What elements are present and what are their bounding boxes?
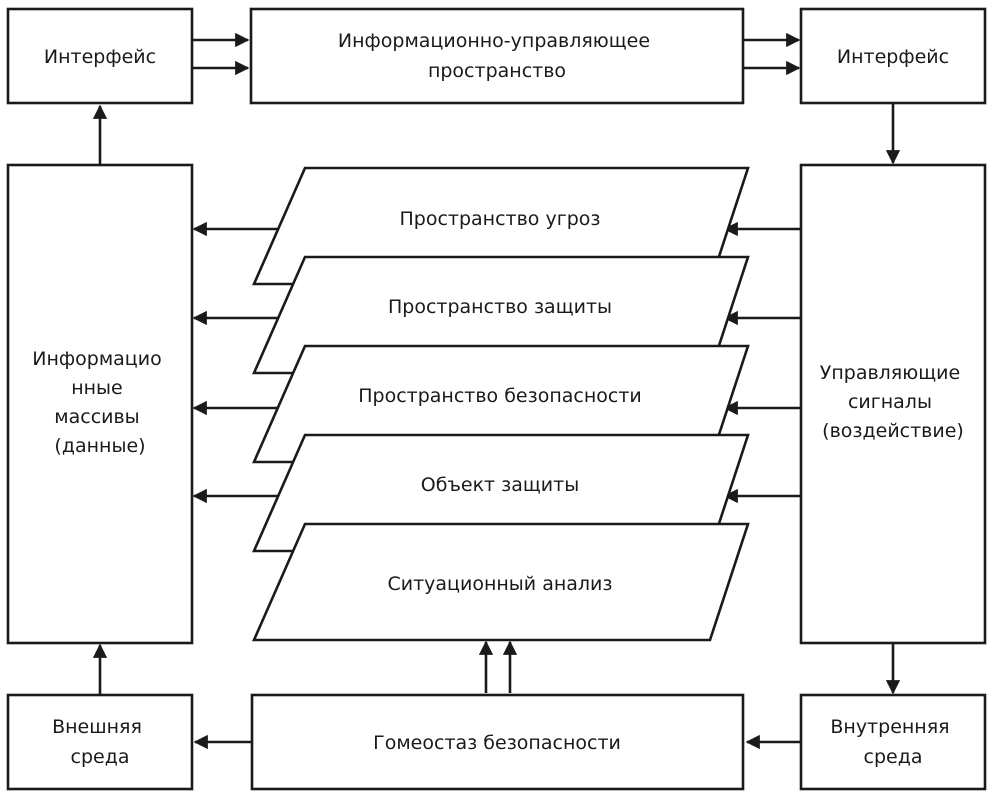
svg-text:Управляющие сигналы: Управляющие сигналы (воздействие) [820,362,966,442]
svg-text:Информацио нные ма: Информацио нные массивы (данные) [32,348,168,457]
svg-text:Внутренняя среда: Внутренняя среда [830,716,955,768]
control-signals-box: Управляющие сигналы (воздействие) [799,163,987,645]
layer-situational-analysis: Ситуационный анализ [252,522,750,642]
svg-text:Информационно-управляющее: Информационно-управляющее пространство [338,30,656,82]
control-signals-line1: Управляющие [820,362,960,384]
svg-text:Интерфейс: Интерфейс [837,46,949,68]
info-arrays-line2: нные [71,377,123,399]
external-env-line2: среда [71,746,130,768]
layer-protection-space-label: Пространство защиты [388,296,612,318]
svg-text:Ситуационный анализ: Ситуационный анализ [387,573,612,595]
svg-text:Пространство безопасности: Пространство безопасности [358,385,642,407]
svg-text:Интерфейс: Интерфейс [44,46,156,68]
svg-text:Внешняя среда: Внешняя среда [52,716,148,768]
control-signals-line3: (воздействие) [822,420,964,442]
info-arrays-line4: (данные) [54,435,145,457]
homeostasis-box: Гомеостаз безопасности [250,693,745,791]
info-arrays-line3: массивы [54,406,139,428]
svg-text:Гомеостаз безопасности: Гомеостаз безопасности [373,732,621,754]
svg-text:Пространство защиты: Пространство защиты [388,296,612,318]
info-space-label-line2: пространство [428,60,566,82]
info-space-box: Информационно-управляющее пространство [249,7,745,105]
info-arrays-box: Информацио нные массивы (данные) [6,163,194,645]
info-arrays-line1: Информацио [32,348,161,370]
external-env-box: Внешняя среда [6,693,194,791]
interface-right-label: Интерфейс [837,46,949,68]
control-signals-line2: сигналы [848,391,932,413]
internal-env-line1: Внутренняя [830,716,949,738]
svg-text:Пространство угроз: Пространство угроз [399,208,600,230]
layer-security-space-label: Пространство безопасности [358,385,642,407]
internal-env-line2: среда [864,746,923,768]
layer-protection-object-label: Объект защиты [421,474,579,496]
layer-security-space: Пространство безопасности [252,344,750,464]
svg-text:Объект защиты: Объект защиты [421,474,579,496]
interface-left-box: Интерфейс [6,7,194,105]
connectors [92,32,901,750]
layer-protection-object: Объект защиты [252,433,750,553]
interface-left-label: Интерфейс [44,46,156,68]
info-space-label-line1: Информационно-управляющее [338,30,650,52]
layer-situational-analysis-label: Ситуационный анализ [387,573,612,595]
layer-threat-space-label: Пространство угроз [399,208,600,230]
interface-right-box: Интерфейс [799,7,987,105]
external-env-line1: Внешняя [52,716,142,738]
homeostasis-label: Гомеостаз безопасности [373,732,621,754]
internal-env-box: Внутренняя среда [799,693,987,791]
